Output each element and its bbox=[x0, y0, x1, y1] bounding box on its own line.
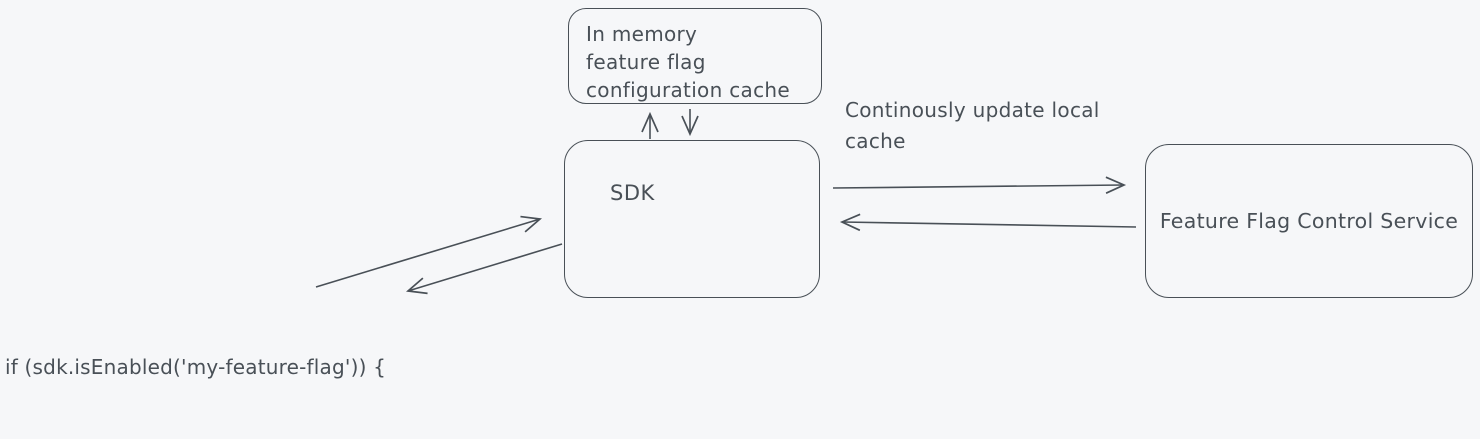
code-line: newPaymentProcessing(payload) bbox=[5, 437, 394, 439]
node-cache-line: In memory bbox=[586, 22, 698, 46]
arrow-sdk-to-code[interactable] bbox=[405, 243, 563, 295]
arrow-service-to-sdk[interactable] bbox=[839, 213, 1137, 232]
arrow-sdk-to-service[interactable] bbox=[832, 176, 1127, 194]
node-service[interactable]: Feature Flag Control Service bbox=[1145, 144, 1473, 298]
node-cache-line: feature flag bbox=[586, 50, 706, 74]
node-cache-line: configuration cache bbox=[586, 78, 790, 102]
label-update-cache-line: cache bbox=[845, 129, 906, 153]
code-snippet[interactable]: if (sdk.isEnabled('my-feature-flag')) { … bbox=[5, 299, 394, 439]
label-update-cache[interactable]: Continously update local cache bbox=[845, 95, 1100, 157]
node-sdk-label: SDK bbox=[610, 181, 655, 205]
node-service-label: Feature Flag Control Service bbox=[1159, 209, 1459, 233]
node-sdk[interactable]: SDK bbox=[564, 140, 820, 298]
arrow-code-to-sdk[interactable] bbox=[315, 215, 543, 288]
code-line: if (sdk.isEnabled('my-feature-flag')) { bbox=[5, 355, 387, 379]
node-cache[interactable]: In memory feature flag configuration cac… bbox=[568, 8, 822, 104]
label-update-cache-line: Continously update local bbox=[845, 98, 1100, 122]
